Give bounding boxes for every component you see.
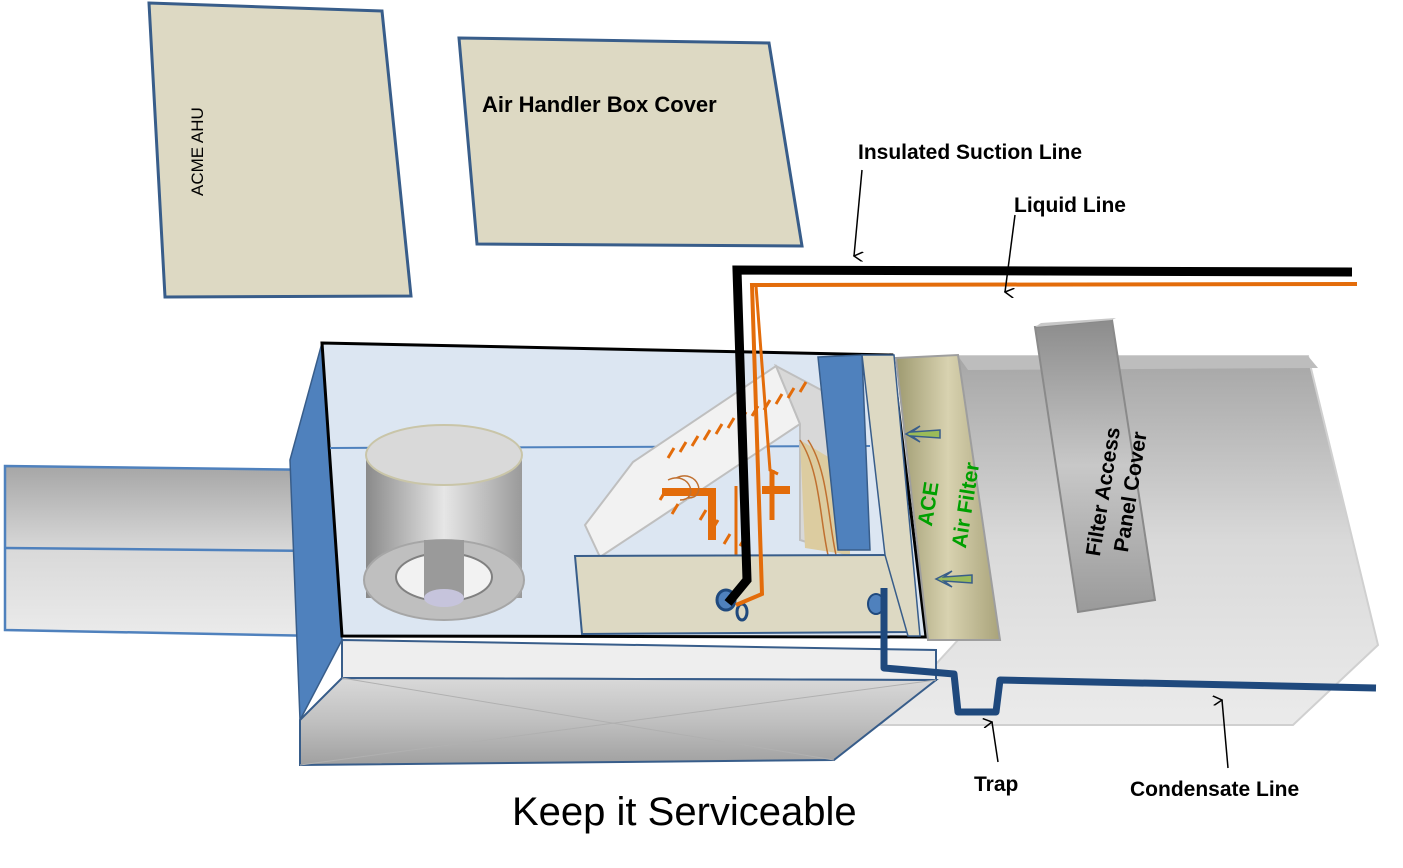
condensate-line — [880, 588, 1377, 716]
box-front — [341, 638, 937, 682]
ahu-cover-label: ACME AHU — [188, 107, 207, 196]
box-cover-label: Air Handler Box Cover — [482, 92, 717, 117]
diagram-title: Keep it Serviceable — [512, 790, 857, 834]
filter-airflow-arrows — [904, 425, 973, 588]
filter-access-panel-side — [1035, 318, 1116, 327]
filter-access-panel — [1033, 318, 1157, 614]
liquid-line-label: Liquid Line — [1014, 194, 1126, 217]
air-filter — [894, 353, 1002, 641]
suction-callout-arrow — [854, 169, 862, 256]
blower-housing-top — [365, 424, 523, 486]
trap-callout-arrow — [992, 722, 999, 763]
condensate-callout-arrow — [1222, 700, 1229, 769]
condensate-line-label: Condensate Line — [1130, 778, 1300, 801]
liquid-callout-arrow — [1005, 214, 1016, 292]
filter-rack-frame — [861, 354, 921, 637]
liquid-line — [735, 282, 1358, 607]
blower-wheel — [424, 540, 464, 598]
box-cover-panel — [457, 36, 804, 248]
insulated-suction-line — [724, 265, 1353, 606]
drain-pan — [573, 553, 910, 636]
suction-line-label: Insulated Suction Line — [858, 141, 1083, 164]
trap-label: Trap — [974, 773, 1019, 796]
ahu-cover-panel — [147, 1, 413, 299]
return-plenum-top — [958, 356, 1318, 370]
filter-rack-blue — [817, 354, 871, 551]
